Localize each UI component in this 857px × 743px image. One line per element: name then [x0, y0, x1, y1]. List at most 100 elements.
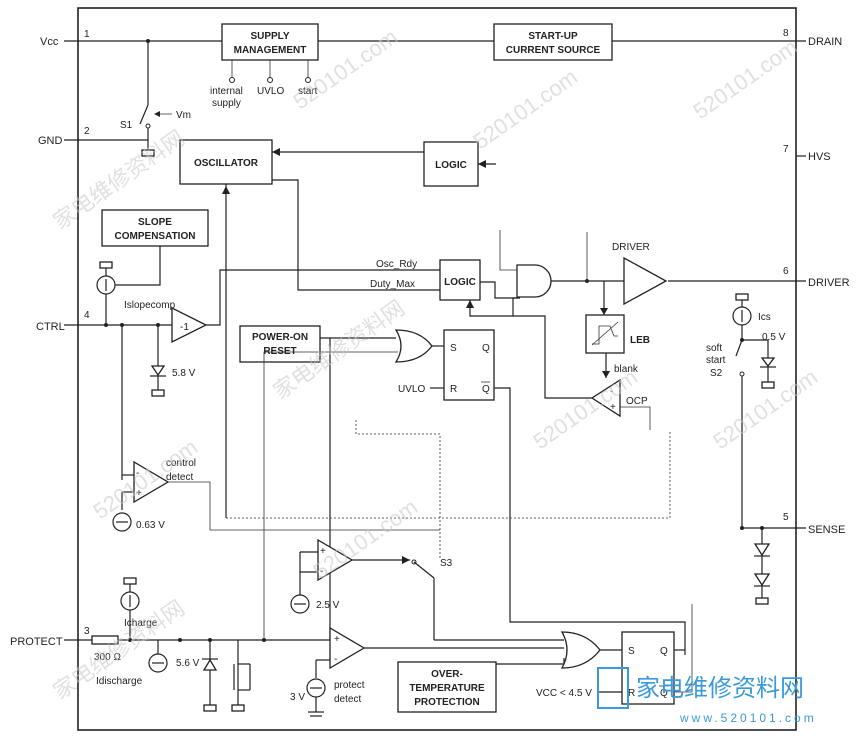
control-detect-comparator: - + 0.63 V control detect: [112, 323, 440, 532]
svg-text:R: R: [628, 688, 635, 699]
svg-text:S2: S2: [710, 368, 723, 379]
svg-text:detect: detect: [166, 472, 193, 483]
pin-ctrl: CTRL 4: [36, 310, 172, 333]
ocp-comparator: - + OCP: [590, 378, 651, 430]
svg-text:Vm: Vm: [176, 110, 191, 121]
svg-text:soft: soft: [706, 343, 722, 354]
svg-text:家电维修资料网: 家电维修资料网: [636, 675, 804, 702]
pin-vcc: Vcc 1: [40, 29, 222, 48]
pin-vcc-number: 1: [84, 29, 90, 40]
svg-text:Ics: Ics: [758, 312, 771, 323]
svg-text:internal: internal: [210, 86, 243, 97]
and-gate: [466, 230, 624, 399]
pin-ctrl-label: CTRL: [36, 321, 65, 333]
svg-text:Duty_Max: Duty_Max: [370, 279, 415, 290]
otp-block: OVER- TEMPERATURE PROTECTION: [397, 658, 565, 713]
svg-text:Q: Q: [660, 688, 668, 699]
driver-buffer: DRIVER: [612, 242, 668, 306]
svg-text:SLOPE: SLOPE: [138, 217, 172, 228]
svg-text:-1: -1: [180, 322, 189, 333]
svg-text:PROTECTION: PROTECTION: [414, 697, 480, 708]
svg-text:TEMPERATURE: TEMPERATURE: [409, 683, 485, 694]
svg-text:-: -: [610, 386, 613, 397]
pin-driver-label: DRIVER: [808, 277, 850, 289]
islopecomp-source: Islopecomp: [96, 261, 176, 327]
svg-text:Q: Q: [482, 384, 490, 395]
pin-protect-label: PROTECT: [10, 636, 63, 648]
svg-text:UVLO: UVLO: [257, 86, 284, 97]
pin-vcc-label: Vcc: [40, 36, 59, 48]
logic-mid-block: LOGIC Osc_Rdy Duty_Max: [370, 259, 517, 301]
ic-outline: [77, 7, 797, 731]
pin-sense: SENSE 5: [742, 512, 845, 536]
svg-text:OSCILLATOR: OSCILLATOR: [194, 158, 259, 169]
svg-text:OCP: OCP: [626, 396, 648, 407]
sr-flipflop-top: S Q R Q UVLO: [398, 329, 686, 655]
svg-text:www.520101.com: www.520101.com: [679, 711, 817, 725]
pin-sense-label: SENSE: [808, 524, 845, 536]
svg-text:3 V: 3 V: [290, 692, 305, 703]
pin-hvs-label: HVS: [808, 151, 831, 163]
pin-hvs-number: 7: [783, 144, 789, 155]
svg-text:Idischarge: Idischarge: [96, 676, 143, 687]
svg-text:LOGIC: LOGIC: [444, 277, 476, 288]
svg-text:COMPENSATION: COMPENSATION: [115, 231, 196, 242]
svg-text:CURRENT SOURCE: CURRENT SOURCE: [506, 45, 601, 56]
svg-text:POWER-ON: POWER-ON: [252, 332, 308, 343]
svg-text:start: start: [706, 355, 726, 366]
svg-text:-: -: [320, 566, 323, 577]
svg-text:-: -: [136, 468, 139, 479]
svg-text:0.63 V: 0.63 V: [136, 520, 165, 531]
pin-gnd: GND 2: [38, 126, 148, 147]
svg-text:LEB: LEB: [630, 335, 650, 346]
svg-text:5.6 V: 5.6 V: [176, 658, 200, 669]
or-gate-top: [263, 329, 444, 640]
svg-text:300 Ω: 300 Ω: [94, 652, 121, 663]
svg-text:S3: S3: [440, 558, 453, 569]
protect-chain: 300 Ω Idischarge 5.6 V: [91, 635, 330, 712]
or-gate-bottom: [560, 631, 622, 669]
pin-protect: PROTECT 3: [10, 626, 92, 648]
pin-drain-number: 8: [783, 28, 789, 39]
svg-text:+: +: [334, 634, 340, 645]
oscillator-block: OSCILLATOR: [179, 139, 440, 518]
svg-text:Q: Q: [482, 343, 490, 354]
icharge-source: Icharge: [120, 577, 158, 640]
pin-driver: DRIVER 6: [668, 266, 850, 289]
svg-text:control: control: [166, 458, 196, 469]
svg-text:blank: blank: [614, 364, 639, 375]
svg-text:Icharge: Icharge: [124, 618, 158, 629]
svg-text:Q: Q: [660, 646, 668, 657]
s3-comparator: + - S3 2.5 V: [290, 538, 453, 640]
svg-text:5.8 V: 5.8 V: [172, 368, 196, 379]
pin-drain-label: DRAIN: [808, 36, 842, 48]
pin-ctrl-number: 4: [84, 310, 90, 321]
soft-start-block: Ics 0.5 V soft start S2: [706, 293, 786, 605]
svg-text:R: R: [450, 384, 457, 395]
svg-text:-: -: [334, 654, 337, 665]
pin-gnd-label: GND: [38, 135, 63, 147]
svg-text:detect: detect: [334, 694, 361, 705]
slope-compensation-block: SLOPE COMPENSATION: [101, 209, 209, 286]
svg-text:START-UP: START-UP: [528, 31, 578, 42]
pin-driver-number: 6: [783, 266, 789, 277]
svg-text:LOGIC: LOGIC: [435, 160, 467, 171]
svg-text:protect: protect: [334, 680, 365, 691]
svg-text:+: +: [320, 546, 326, 557]
svg-text:MANAGEMENT: MANAGEMENT: [234, 45, 307, 56]
svg-text:S: S: [450, 343, 457, 354]
svg-text:VCC < 4.5 V: VCC < 4.5 V: [536, 688, 592, 699]
pin-protect-number: 3: [84, 626, 90, 637]
svg-text:S: S: [628, 646, 635, 657]
svg-text:2.5 V: 2.5 V: [316, 600, 340, 611]
protect-detect-comparator: + - 3 V protect detect: [290, 626, 564, 717]
svg-text:supply: supply: [212, 98, 241, 109]
supply-management-block: SUPPLY MANAGEMENT internal supply UVLO s…: [210, 23, 494, 109]
pin-gnd-number: 2: [84, 126, 90, 137]
pin-hvs: HVS 7: [783, 144, 831, 163]
inverting-amplifier: -1 5.8 V: [150, 269, 440, 397]
leb-block: LEB blank: [585, 281, 650, 378]
logic-top-block: LOGIC: [423, 141, 496, 187]
